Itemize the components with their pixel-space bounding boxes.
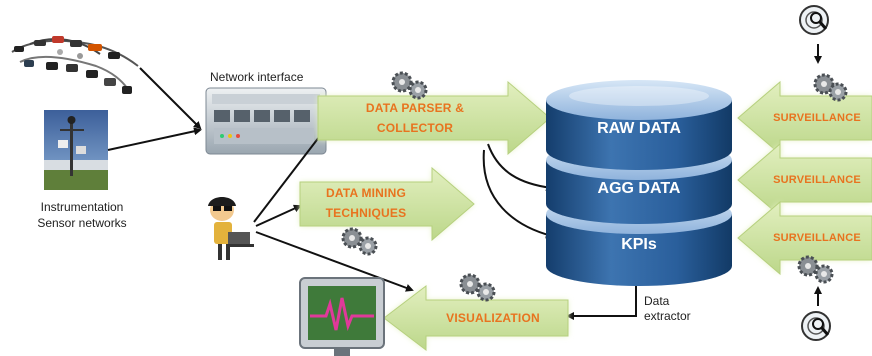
gear-icon bbox=[391, 71, 413, 93]
gear-icon bbox=[797, 255, 819, 277]
arrow-db-to-visualization bbox=[566, 282, 637, 320]
cable-bundle-icon bbox=[11, 36, 139, 94]
gear-icon bbox=[814, 264, 834, 284]
user-laptop-icon bbox=[208, 197, 254, 260]
visualization-arrow bbox=[383, 284, 569, 352]
mining-label-line2: TECHNIQUES bbox=[325, 206, 407, 220]
arrow-user-to-visualization bbox=[255, 231, 414, 292]
mining-arrow bbox=[299, 166, 475, 242]
network-interface-label: Network interface bbox=[210, 70, 304, 84]
surveillance-arrow-2 bbox=[737, 142, 872, 218]
gear-icon bbox=[341, 227, 363, 249]
network-device-icon bbox=[205, 87, 327, 155]
surveillance-label-3: SURVEILLANCE bbox=[773, 232, 861, 244]
parser-label-line1: DATA PARSER & bbox=[365, 101, 465, 115]
gear-icon bbox=[828, 82, 848, 102]
gear-icon bbox=[459, 273, 481, 295]
surveillance-arrow-3 bbox=[737, 200, 872, 276]
monitor-icon bbox=[299, 277, 385, 356]
magnifier-icon bbox=[801, 311, 831, 341]
weather-station-icon bbox=[44, 110, 108, 190]
gear-icon bbox=[358, 236, 378, 256]
parser-arrow bbox=[317, 80, 551, 156]
database-cylinder bbox=[546, 80, 732, 286]
raw-data-label: RAW DATA bbox=[597, 120, 681, 137]
gear-icon bbox=[476, 282, 496, 302]
data-extractor-label-line1: Data bbox=[644, 294, 670, 308]
parser-label-line2: COLLECTOR bbox=[376, 121, 454, 135]
agg-data-label: AGG DATA bbox=[597, 180, 681, 197]
surveillance-label-1: SURVEILLANCE bbox=[773, 112, 861, 124]
mining-label-line1: DATA MINING bbox=[326, 186, 406, 200]
arrow-station-to-interface bbox=[107, 127, 202, 151]
instrumentation-label: Instrumentation bbox=[40, 200, 124, 214]
arrow-user-to-mining bbox=[255, 204, 302, 227]
gear-icon bbox=[408, 80, 428, 100]
magnifier-icon bbox=[799, 5, 829, 35]
sensor-networks-label: Sensor networks bbox=[37, 216, 127, 230]
arrow-parser-to-agg bbox=[487, 143, 554, 192]
arrow-parser-to-kpis bbox=[482, 149, 554, 239]
arrow-cables-to-interface bbox=[139, 67, 202, 130]
data-extractor-label-line2: extractor bbox=[644, 309, 691, 323]
connector-arrows bbox=[107, 44, 822, 320]
arrow-user-to-parser bbox=[253, 126, 328, 223]
surveillance-label-2: SURVEILLANCE bbox=[773, 174, 861, 186]
visualization-label: VISUALIZATION bbox=[446, 311, 540, 325]
kpis-label: KPIs bbox=[621, 236, 657, 253]
